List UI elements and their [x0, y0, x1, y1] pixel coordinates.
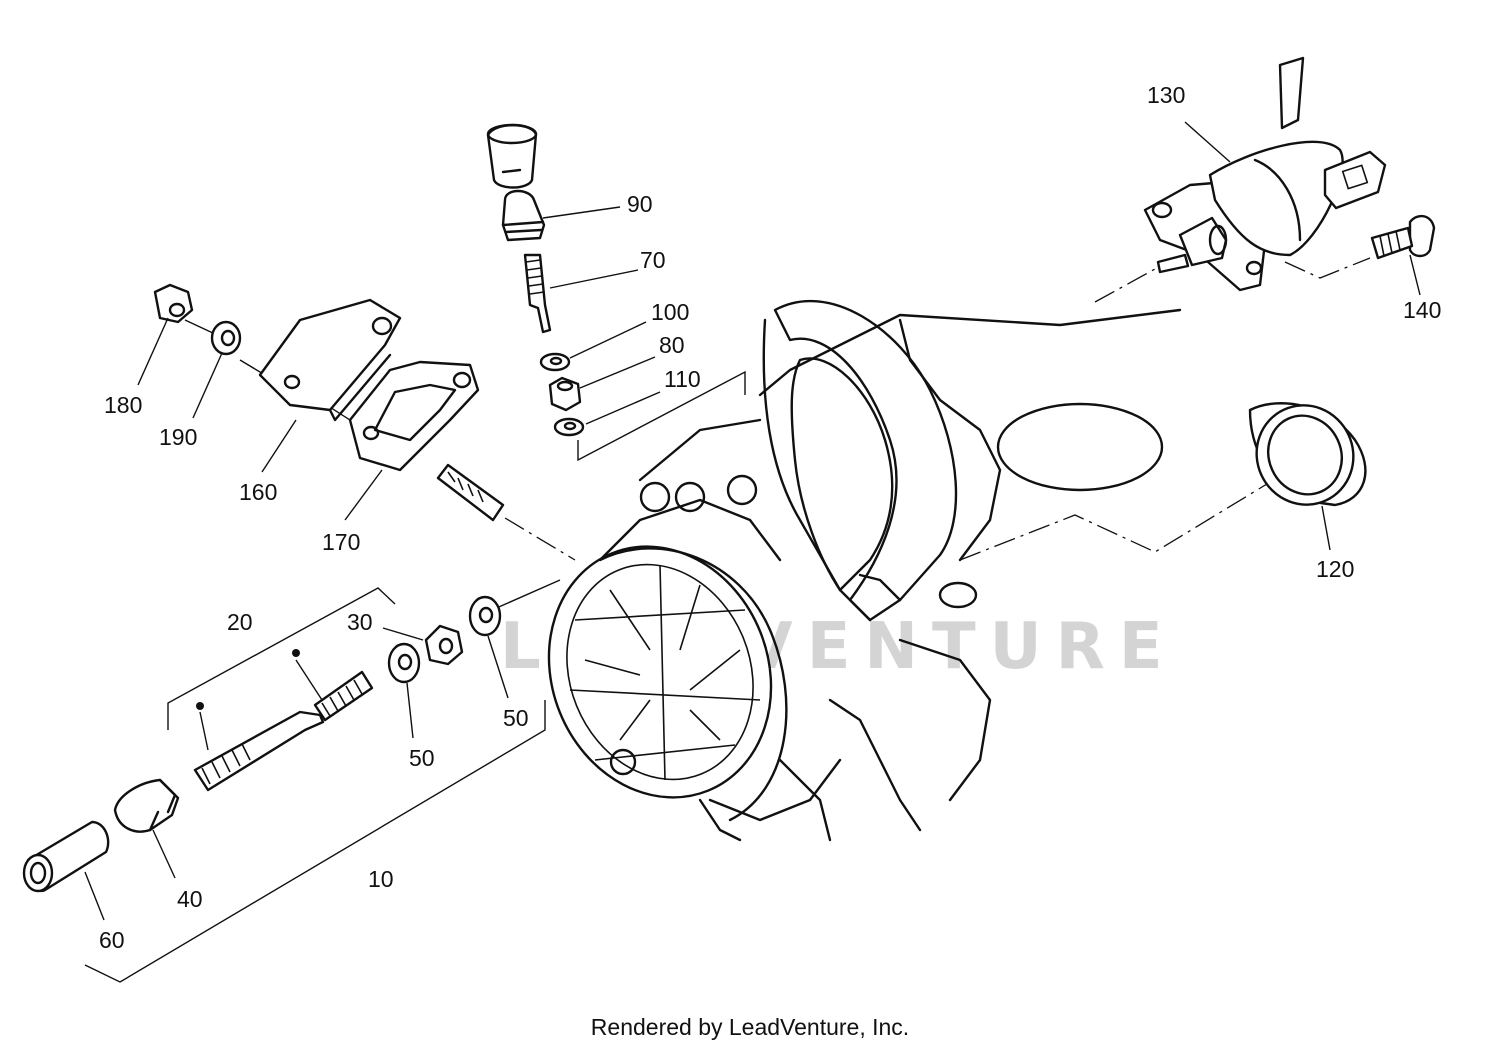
part-100-washer — [539, 352, 571, 372]
part-50-washer-left — [387, 642, 421, 684]
callout-100: 100 — [651, 299, 689, 325]
part-30-nut — [424, 624, 464, 666]
callout-90: 90 — [627, 191, 653, 217]
centerline-shaft — [491, 579, 561, 611]
callout-60: 60 — [99, 927, 125, 953]
part-190-washer — [210, 320, 242, 356]
callout-130: 130 — [1147, 82, 1185, 108]
centerline-bolt — [1284, 257, 1371, 279]
bracket-20-group — [167, 587, 396, 730]
centerline-stud — [504, 517, 576, 561]
part-90-cap-nut — [486, 123, 546, 242]
part-170-gasket — [348, 360, 480, 472]
callout-180: 180 — [104, 392, 142, 418]
dot-marker — [292, 649, 300, 657]
gear-cover — [762, 299, 958, 622]
part-130-solenoid — [1143, 56, 1387, 292]
part-60-cap — [22, 820, 110, 893]
callout-40: 40 — [177, 886, 203, 912]
callout-80: 80 — [659, 332, 685, 358]
part-70-screw — [523, 253, 552, 334]
callout-50-left: 50 — [409, 745, 435, 771]
ribbed-plate — [547, 545, 842, 822]
callout-120: 120 — [1316, 556, 1354, 582]
part-110-washer — [553, 417, 585, 437]
callout-70: 70 — [640, 247, 666, 273]
part-160-cover-plate — [258, 298, 402, 422]
centerline-seal — [959, 469, 1291, 561]
callout-170: 170 — [322, 529, 360, 555]
callout-50-right: 50 — [503, 705, 529, 731]
callout-30: 30 — [347, 609, 373, 635]
dot-marker — [196, 702, 204, 710]
bracket-90-group — [577, 370, 746, 462]
engine-housing — [598, 308, 1182, 842]
bracket-10-group — [84, 700, 546, 983]
callout-190: 190 — [159, 424, 197, 450]
part-spring — [313, 670, 374, 722]
callout-20: 20 — [227, 609, 253, 635]
part-50-washer-right — [468, 595, 502, 637]
callout-160: 160 — [239, 479, 277, 505]
callout-10: 10 — [368, 866, 394, 892]
part-180-nut — [153, 283, 194, 324]
part-adjusting-screw — [193, 710, 325, 792]
part-120-seal — [1248, 402, 1367, 507]
callout-110: 110 — [664, 366, 701, 392]
part-80-nut — [548, 376, 582, 412]
footer-credit: Rendered by LeadVenture, Inc. — [590, 1014, 910, 1040]
part-stud — [436, 463, 505, 522]
part-140-bolt — [1370, 214, 1436, 260]
callout-140: 140 — [1403, 297, 1441, 323]
part-40-nut — [113, 778, 180, 833]
